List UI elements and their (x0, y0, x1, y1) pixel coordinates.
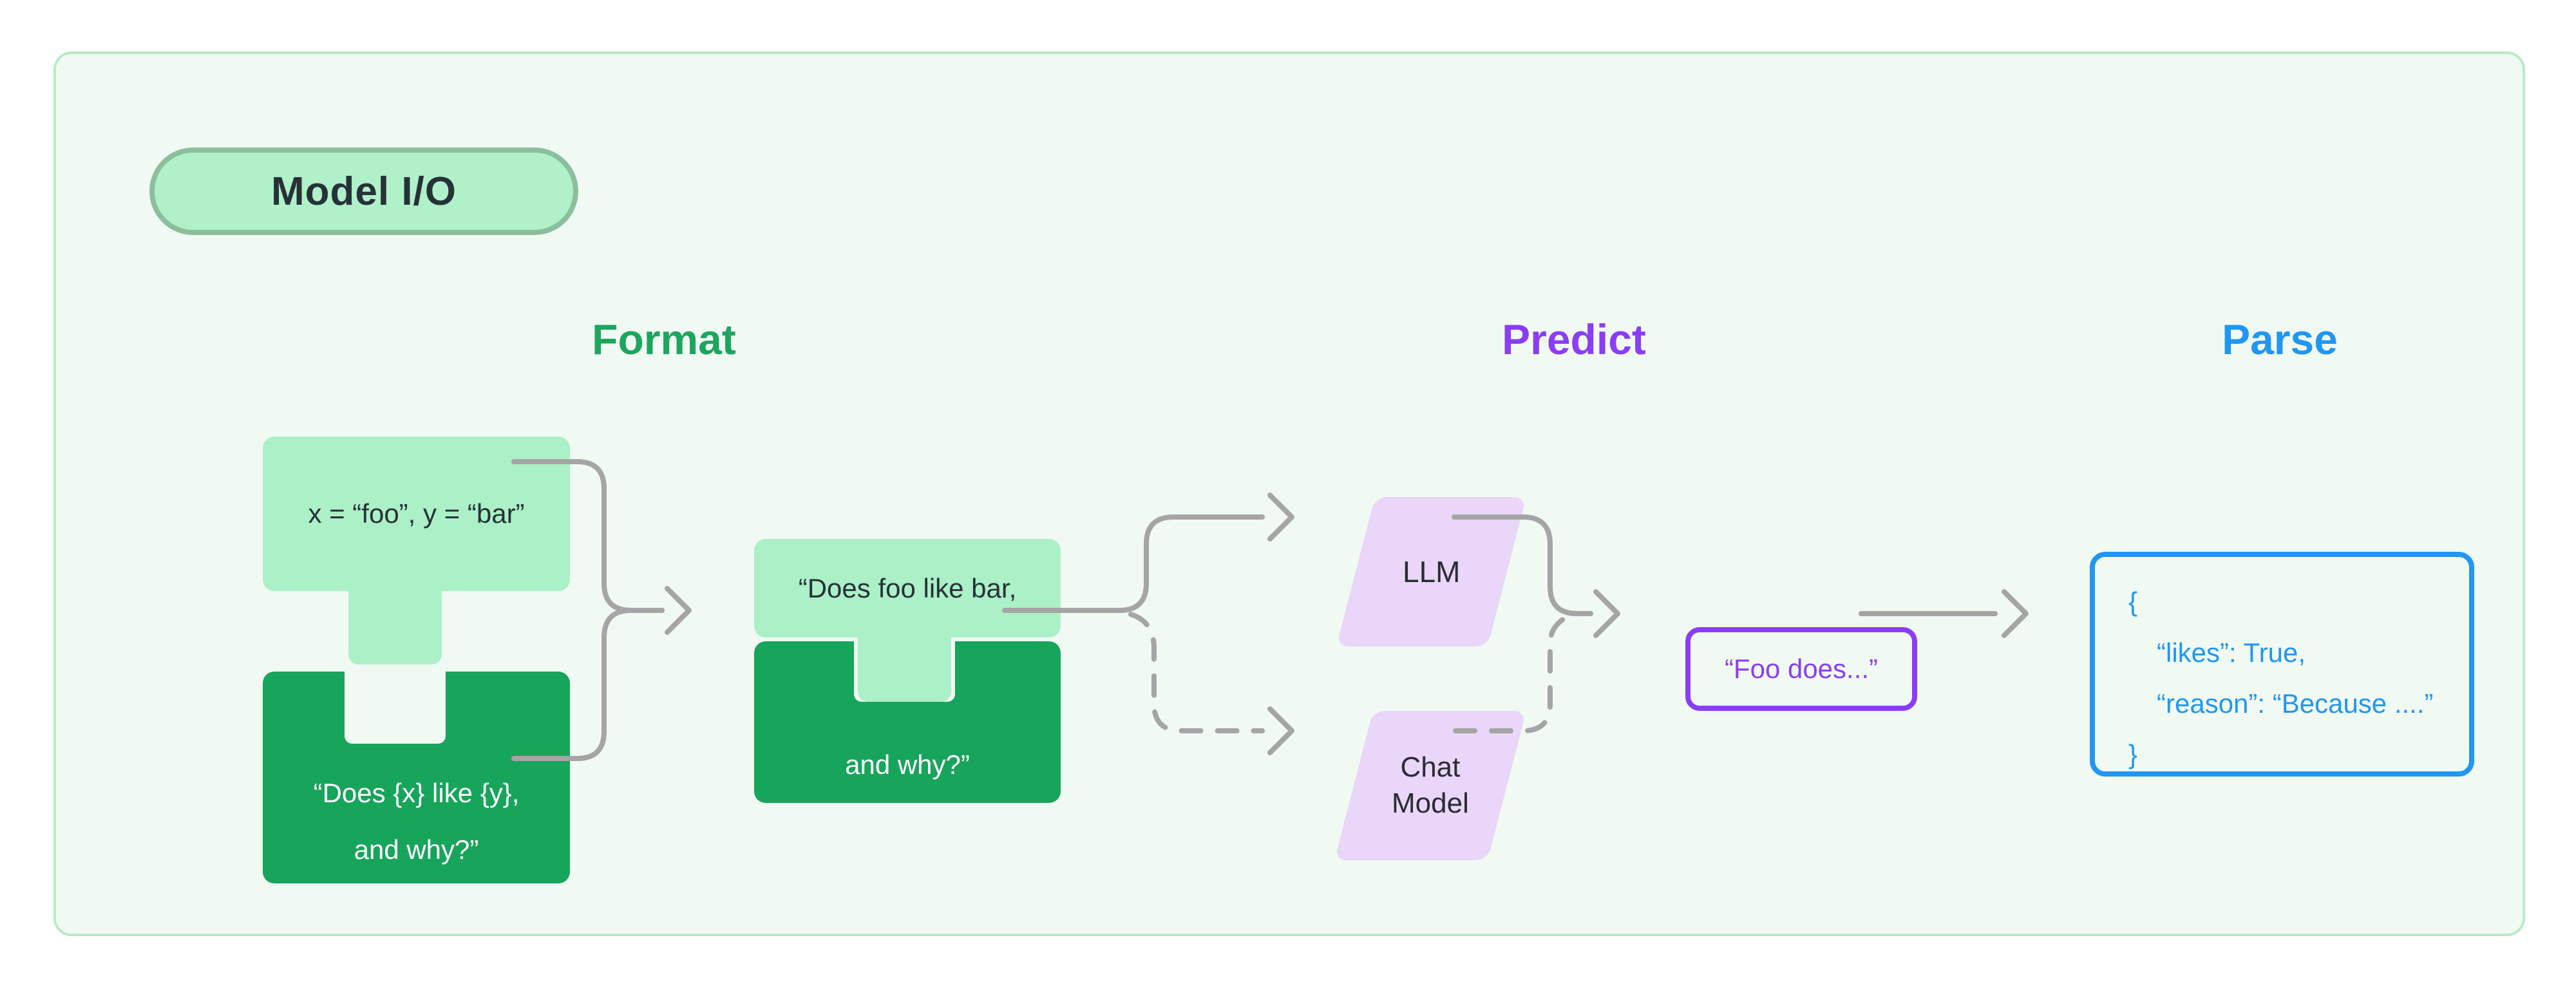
predict-heading: Predict (1502, 316, 1646, 363)
parsed-line-close-brace: } (2128, 739, 2138, 769)
model-io-badge: Model I/O (149, 147, 578, 235)
formatted-prompt-bottom-text: and why?” (845, 749, 970, 780)
parsed-line-reason: “reason”: “Because ....” (2157, 688, 2434, 719)
llm-node: LLM (1336, 497, 1526, 646)
chat-model-label-line2: Model (1392, 787, 1469, 819)
prompt-template-line2: and why?” (354, 834, 479, 865)
formatted-prompt-top-text: “Does foo like bar, (798, 572, 1017, 603)
diagram-panel: Model I/O Format Predict Parse x = “foo”… (53, 52, 2525, 936)
format-heading: Format (592, 316, 736, 363)
parsed-line-likes: “likes”: True, (2157, 637, 2306, 668)
prompt-template-notch (345, 672, 446, 744)
parsed-line-open-brace: { (2128, 587, 2138, 617)
completion-node: “Foo does...” (1685, 627, 1917, 711)
model-io-badge-label: Model I/O (271, 169, 457, 214)
prompt-template-line1: “Does {x} like {y}, (313, 778, 520, 808)
input-values-node: x = “foo”, y = “bar” (263, 437, 570, 591)
parse-heading: Parse (2222, 316, 2338, 363)
llm-label: LLM (1402, 555, 1461, 589)
input-values-puzzle-tab (348, 591, 442, 664)
input-values-text: x = “foo”, y = “bar” (308, 498, 525, 529)
completion-text: “Foo does...” (1724, 654, 1879, 684)
formatted-prompt-puzzle-tab (858, 637, 951, 702)
chat-model-label-line1: Chat (1400, 751, 1461, 783)
parsed-output-node: { “likes”: True, “reason”: “Because ....… (2090, 552, 2474, 777)
chat-model-node: Chat Model (1334, 711, 1526, 860)
formatted-prompt-top-node: “Does foo like bar, (754, 539, 1061, 637)
